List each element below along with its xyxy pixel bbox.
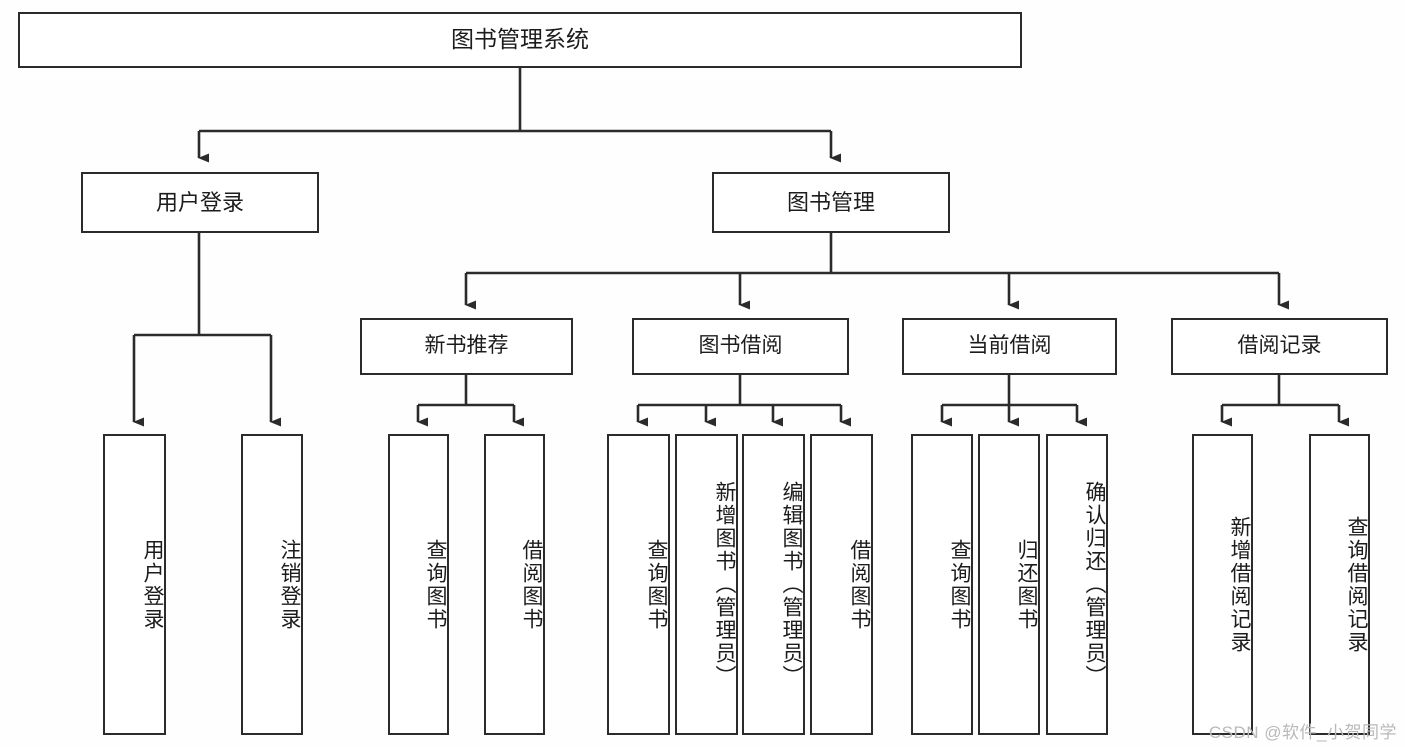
- node-label: 查询图书: [948, 538, 971, 631]
- node-label: 借阅图书: [520, 538, 543, 631]
- node-label: 图书借阅: [698, 334, 783, 358]
- node-label: 确认归还（管理员）: [1083, 481, 1106, 688]
- node-borrow-record[interactable]: 借阅记录: [1171, 318, 1388, 375]
- node-label: 借阅记录: [1237, 334, 1322, 358]
- node-book-management[interactable]: 图书管理: [712, 172, 950, 233]
- node-user-login[interactable]: 用户登录: [81, 172, 319, 233]
- node-label: 新增借阅记录: [1228, 515, 1251, 654]
- node-label: 归还图书: [1015, 538, 1038, 631]
- node-label: 注销登录: [278, 538, 301, 631]
- leaf-edit-book-admin[interactable]: 编辑图书（管理员）: [742, 434, 805, 735]
- node-label: 用户登录: [155, 189, 244, 215]
- node-label: 查询图书: [645, 538, 668, 631]
- node-label: 图书管理: [786, 189, 875, 215]
- leaf-confirm-return-admin[interactable]: 确认归还（管理员）: [1046, 434, 1108, 735]
- leaf-borrow-book[interactable]: 借阅图书: [810, 434, 873, 735]
- node-label: 查询图书: [424, 538, 447, 631]
- leaf-return-book[interactable]: 归还图书: [978, 434, 1040, 735]
- node-current-borrow[interactable]: 当前借阅: [902, 318, 1117, 375]
- node-root-system[interactable]: 图书管理系统: [18, 12, 1022, 68]
- leaf-borrow-book-recommend[interactable]: 借阅图书: [484, 434, 545, 735]
- leaf-query-book-recommend[interactable]: 查询图书: [388, 434, 449, 735]
- node-label: 图书管理系统: [451, 26, 589, 53]
- leaf-user-login[interactable]: 用户登录: [103, 434, 166, 735]
- leaf-add-borrow-record[interactable]: 新增借阅记录: [1192, 434, 1253, 735]
- node-label: 新增图书（管理员）: [713, 481, 736, 688]
- node-book-borrow[interactable]: 图书借阅: [632, 318, 849, 375]
- node-new-book-recommend[interactable]: 新书推荐: [360, 318, 573, 375]
- node-label: 查询借阅记录: [1345, 515, 1368, 654]
- node-label: 编辑图书（管理员）: [780, 481, 803, 688]
- leaf-query-book-current[interactable]: 查询图书: [911, 434, 973, 735]
- leaf-logout[interactable]: 注销登录: [241, 434, 303, 735]
- leaf-query-book-borrow[interactable]: 查询图书: [607, 434, 670, 735]
- node-label: 用户登录: [141, 538, 164, 631]
- leaf-query-borrow-record[interactable]: 查询借阅记录: [1309, 434, 1370, 735]
- node-label: 新书推荐: [424, 334, 509, 358]
- node-label: 借阅图书: [848, 538, 871, 631]
- leaf-add-book-admin[interactable]: 新增图书（管理员）: [675, 434, 738, 735]
- node-label: 当前借阅: [967, 334, 1052, 358]
